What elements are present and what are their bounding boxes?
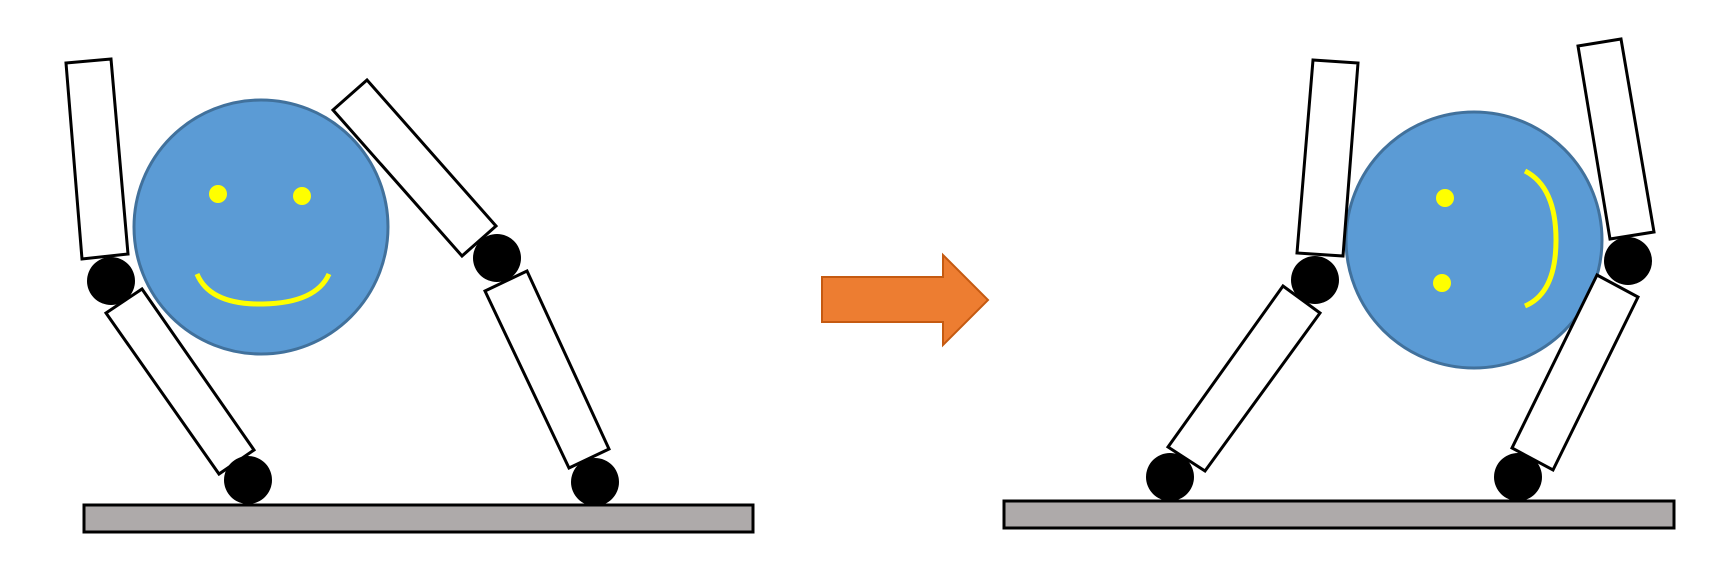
finger-base-joint — [1494, 453, 1542, 501]
finger-lower-link — [483, 268, 611, 470]
after-panel — [1002, 37, 1676, 530]
finger-upper-link — [64, 57, 130, 261]
finger-lower-link — [1165, 283, 1323, 474]
finger-lower-link — [103, 286, 257, 477]
finger-upper-link — [1295, 58, 1360, 258]
finger-base-joint — [1146, 453, 1194, 501]
finger-upper-link — [1576, 37, 1656, 241]
ball-right — [1344, 110, 1604, 370]
finger-base-joint — [224, 456, 272, 504]
finger-right-a — [1146, 58, 1360, 501]
finger-joint — [473, 234, 521, 282]
smile-mouth — [1523, 168, 1559, 309]
before-panel — [64, 57, 755, 534]
ball-left — [132, 98, 390, 356]
finger-upper-link — [330, 77, 499, 259]
eye-top — [1436, 189, 1454, 207]
ground-plate-left — [82, 503, 755, 534]
right-arrow-icon — [821, 252, 990, 348]
eye-right — [293, 187, 311, 205]
finger-base-joint — [571, 458, 619, 506]
eye-left — [209, 185, 227, 203]
ground-plate-right — [1002, 499, 1676, 530]
smile-mouth — [194, 272, 332, 307]
finger-lower-link — [1510, 272, 1640, 473]
finger-joint — [1604, 237, 1652, 285]
finger-left-b — [330, 77, 619, 506]
ball-body — [132, 98, 390, 356]
finger-joint — [1291, 256, 1339, 304]
finger-joint — [87, 257, 135, 305]
eye-bottom — [1433, 274, 1451, 292]
finger-left-a — [64, 57, 272, 504]
finger-right-b — [1494, 37, 1656, 501]
ball-body — [1344, 110, 1604, 370]
